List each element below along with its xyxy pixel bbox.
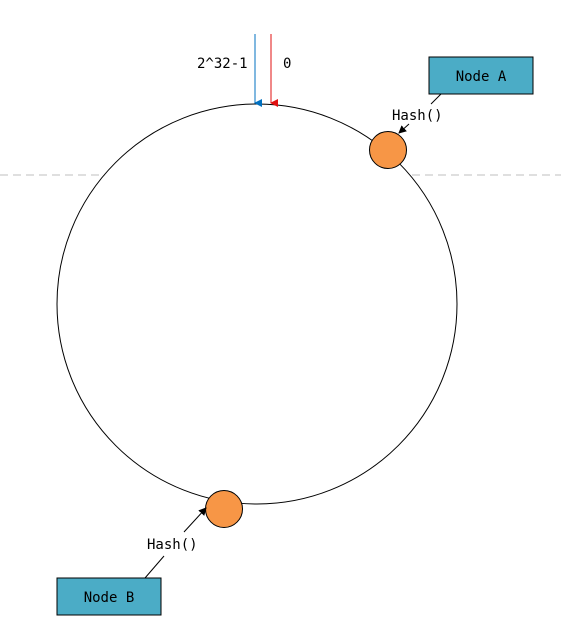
- node-a-hash-arrow: [398, 123, 410, 134]
- node-a-point: [369, 131, 407, 169]
- node-a-hash-label: Hash(): [392, 108, 443, 124]
- max-value-label: 2^32-1: [197, 56, 248, 72]
- zero-label: 0: [283, 56, 291, 72]
- node-b-hash-label: Hash(): [147, 537, 198, 553]
- node-b-point: [205, 490, 243, 528]
- node-a-label: Node A: [456, 69, 507, 85]
- node-b-box: [56, 577, 162, 616]
- node-b-label: Node B: [84, 590, 135, 606]
- node-a-connector: [430, 93, 442, 105]
- node-b-hash-arrow: [183, 507, 207, 533]
- node-a-box: [428, 56, 534, 95]
- node-b-connector: [144, 555, 165, 579]
